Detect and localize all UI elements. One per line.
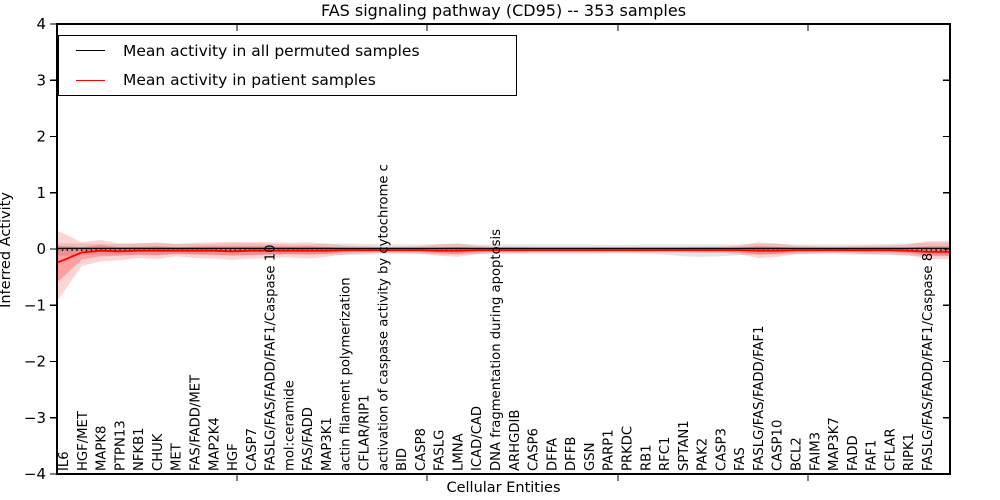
x-tick-label: SPTAN1 — [677, 420, 692, 471]
x-tick-label: DFFB — [564, 437, 579, 471]
y-tick-label: 3 — [36, 71, 46, 89]
x-tick-label: FAS — [733, 447, 748, 471]
y-tick-label: 4 — [36, 15, 46, 33]
x-tick-label: MET — [170, 442, 185, 471]
x-tick-label: actin filament polymerization — [339, 277, 354, 471]
x-tick-label: FADD — [846, 435, 861, 471]
x-tick-label: FASLG/FAS/FADD/FAF1/Caspase 8 — [921, 253, 936, 471]
x-tick-label: IL6 — [57, 451, 72, 471]
x-tick-label: CFLAR/RIP1 — [358, 395, 373, 471]
chart-title: FAS signaling pathway (CD95) -- 353 samp… — [320, 1, 687, 20]
y-axis-label: Inferred Activity — [0, 192, 14, 308]
x-tick-label: FAS/FADD — [301, 407, 316, 471]
y-tick-label: 0 — [36, 240, 46, 258]
x-tick-label: CASP6 — [527, 428, 542, 471]
x-tick-label: FASLG — [433, 430, 448, 471]
x-tick-label: RIPK1 — [902, 433, 917, 471]
legend-line-permuted-icon — [76, 50, 105, 52]
legend: Mean activity in all permuted samples Me… — [58, 35, 517, 96]
x-tick-label: CFLAR — [883, 428, 898, 471]
x-tick-label: HGF — [226, 443, 241, 471]
x-tick-label: BCL2 — [790, 437, 805, 471]
x-tick-label: DNA fragmentation during apoptosis — [489, 229, 504, 471]
x-tick-label: HGF/MET — [76, 410, 91, 471]
y-tick-label: −2 — [24, 353, 46, 371]
data-layer — [57, 230, 950, 301]
x-tick-label: LMNA — [451, 433, 466, 471]
x-tick-label: GSN — [583, 443, 598, 471]
x-tick-label: CHUK — [151, 433, 166, 471]
y-tick-label: 2 — [36, 128, 46, 146]
legend-item-patient: Mean activity in patient samples — [59, 66, 516, 94]
x-tick-label: FASLG/FAS/FADD/FAF1 — [752, 325, 767, 471]
legend-label-patient: Mean activity in patient samples — [123, 71, 376, 90]
x-tick-label: mol:ceramide — [282, 380, 297, 471]
x-tick-label: CASP10 — [771, 420, 786, 471]
x-tick-label: PAK2 — [696, 438, 711, 471]
x-tick-label: activation of caspase activity by cytoch… — [376, 164, 391, 471]
x-tick-label: RB1 — [639, 444, 654, 471]
x-tick-label: PARP1 — [602, 429, 617, 471]
x-tick-label: PTPN13 — [113, 420, 128, 471]
x-tick-label: FASLG/FAS/FADD/FAF1/Caspase 10 — [264, 244, 279, 471]
x-tick-label: MAP3K7 — [827, 417, 842, 471]
x-tick-label: CASP7 — [245, 428, 260, 471]
x-tick-label: CASP8 — [414, 428, 429, 471]
x-tick-label: ICAD/CAD — [470, 406, 485, 471]
x-tick-label: NFKB1 — [132, 427, 147, 471]
x-tick-label: MAP2K4 — [207, 417, 222, 471]
x-tick-label: FAS/FADD/MET — [188, 374, 203, 471]
x-tick-label: PRKDC — [620, 426, 635, 471]
x-tick-label: MAP3K1 — [320, 417, 335, 471]
x-tick-label: MAPK8 — [95, 426, 110, 471]
x-tick-label: FAF1 — [865, 440, 880, 471]
legend-line-patient-icon — [76, 79, 105, 81]
y-tick-label: −1 — [24, 296, 46, 314]
x-tick-label: RFC1 — [658, 437, 673, 471]
x-tick-label: FAIM3 — [808, 432, 823, 471]
y-tick-label: −4 — [24, 465, 46, 483]
x-tick-label: ARHGDIB — [508, 410, 523, 471]
y-tick-label: −3 — [24, 409, 46, 427]
y-tick-label: 1 — [36, 184, 46, 202]
legend-item-permuted: Mean activity in all permuted samples — [59, 37, 516, 65]
legend-label-permuted: Mean activity in all permuted samples — [123, 41, 420, 60]
x-tick-label: CASP3 — [714, 428, 729, 471]
x-tick-label: BID — [395, 448, 410, 471]
x-tick-label: DFFA — [545, 438, 560, 471]
patient-mean-line — [57, 249, 950, 264]
x-axis-label: Cellular Entities — [446, 480, 561, 496]
